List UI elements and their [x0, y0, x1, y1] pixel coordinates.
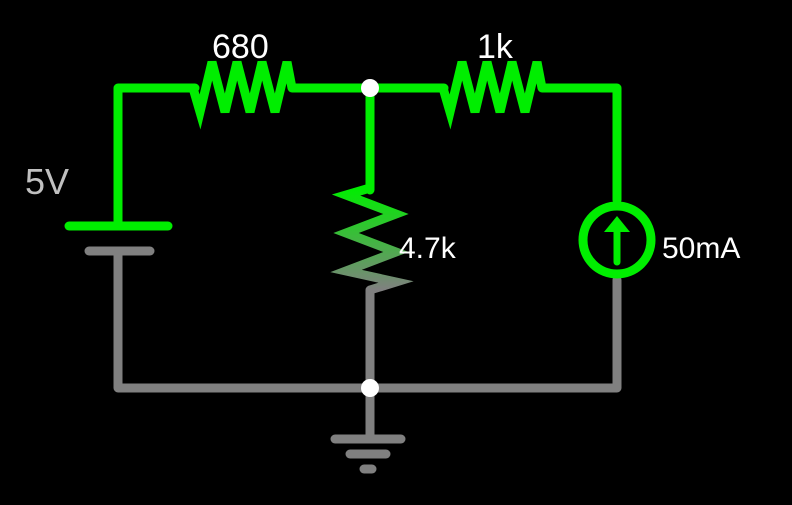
- junction-node-bottom[interactable]: [361, 379, 379, 397]
- ground-icon[interactable]: [330, 434, 406, 474]
- resistor-r1-label: 680: [212, 28, 269, 66]
- voltage-source-label: 5V: [25, 161, 69, 202]
- current-source-label: 50mA: [662, 232, 740, 265]
- resistor-r2[interactable]: [438, 60, 547, 130]
- wire-current-source-to-ground-bus[interactable]: [365, 275, 622, 393]
- ground-wires[interactable]: [113, 247, 622, 443]
- junction-node-top[interactable]: [361, 79, 379, 97]
- wire-battery-to-r1[interactable]: [113, 83, 200, 227]
- current-source-circle[interactable]: [578, 201, 656, 279]
- wire-r2-to-current-source[interactable]: [537, 83, 622, 205]
- resistor-r3[interactable]: [330, 183, 414, 295]
- resistor-r2-label: 1k: [477, 28, 514, 66]
- resistor-r3-label: 4.7k: [399, 232, 457, 265]
- wire-battery-to-ground-bus[interactable]: [113, 247, 375, 393]
- live-wires[interactable]: [113, 83, 622, 227]
- arrow-head: [604, 216, 630, 232]
- resistor-r1[interactable]: [188, 60, 297, 130]
- current-source[interactable]: [578, 201, 656, 279]
